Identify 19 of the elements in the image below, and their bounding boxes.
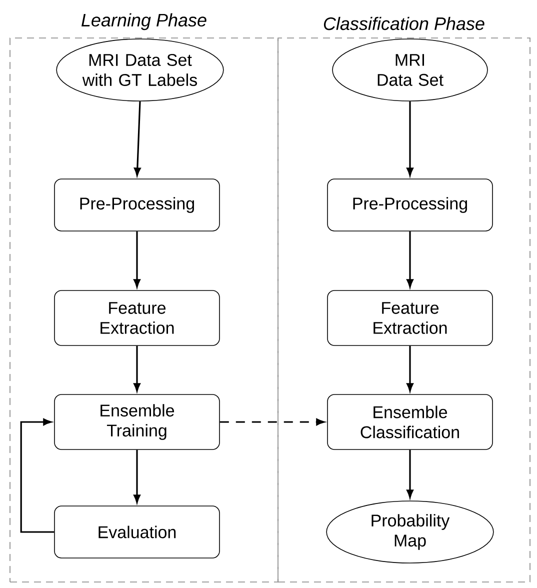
- arrow: [406, 450, 414, 498]
- process-box: Ensemble Classification: [327, 394, 493, 450]
- arrow: [134, 101, 141, 176]
- arrow: [134, 231, 140, 288]
- arrow: [20, 418, 54, 533]
- arrow: [406, 346, 414, 392]
- arrow: [134, 450, 140, 503]
- process-box: Feature Extraction: [54, 290, 220, 346]
- arrow: [406, 231, 414, 288]
- arrow: [134, 346, 140, 392]
- node-label: Classification Phase: [324, 16, 484, 30]
- process-box: Evaluation: [54, 506, 220, 558]
- node-label: Learning Phase: [82, 13, 206, 30]
- process-box: Pre-Processing: [327, 178, 493, 232]
- arrow: [406, 101, 414, 176]
- arrow: [220, 418, 324, 426]
- process-box: Pre-Processing: [54, 178, 220, 232]
- process-box: Feature Extraction: [327, 290, 493, 346]
- process-box: Ensemble Training: [54, 394, 220, 450]
